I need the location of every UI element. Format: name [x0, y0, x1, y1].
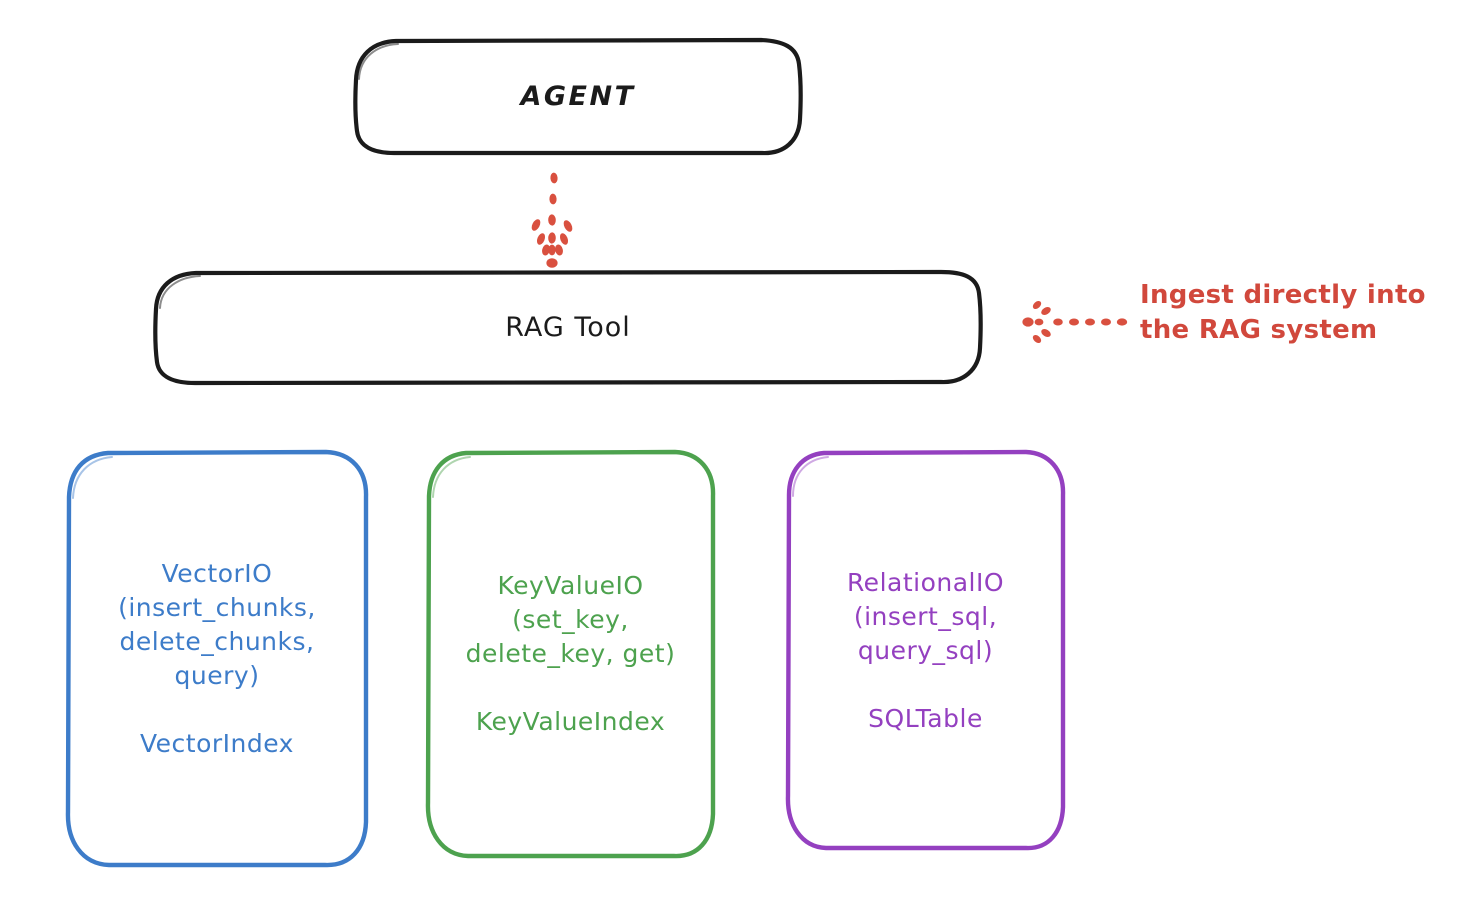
- node-key-value-io-label: KeyValueIO (set_key, delete_key, get) Ke…: [465, 571, 676, 736]
- ingest-annotation: Ingest directly into the RAG system: [1140, 278, 1470, 347]
- relational-io-box-outline: [785, 449, 1066, 851]
- node-relational-io[interactable]: RelationalIO (insert_sql, query_sql) SQL…: [788, 452, 1063, 849]
- node-agent[interactable]: AGENT: [355, 40, 801, 154]
- ingest-annotation-text: Ingest directly into the RAG system: [1140, 280, 1426, 345]
- vector-io-box-outline: [65, 449, 369, 868]
- node-rag-tool[interactable]: RAG Tool: [155, 272, 981, 383]
- agent-box-outline: [353, 37, 803, 156]
- node-relational-io-label: RelationalIO (insert_sql, query_sql) SQL…: [846, 567, 1005, 733]
- node-agent-label: AGENT: [520, 81, 636, 113]
- node-key-value-io[interactable]: KeyValueIO (set_key, delete_key, get) Ke…: [428, 452, 713, 856]
- node-rag-tool-label: RAG Tool: [505, 311, 631, 343]
- rag-tool-box-outline: [153, 269, 983, 386]
- agent-to-rag-tool-arrow: [531, 172, 573, 268]
- ingest-arrow: [1022, 301, 1128, 343]
- key-value-io-box-outline: [425, 449, 716, 859]
- node-vector-io-label: VectorIO (insert_chunks, delete_chunks, …: [118, 559, 316, 758]
- node-vector-io[interactable]: VectorIO (insert_chunks, delete_chunks, …: [68, 452, 366, 866]
